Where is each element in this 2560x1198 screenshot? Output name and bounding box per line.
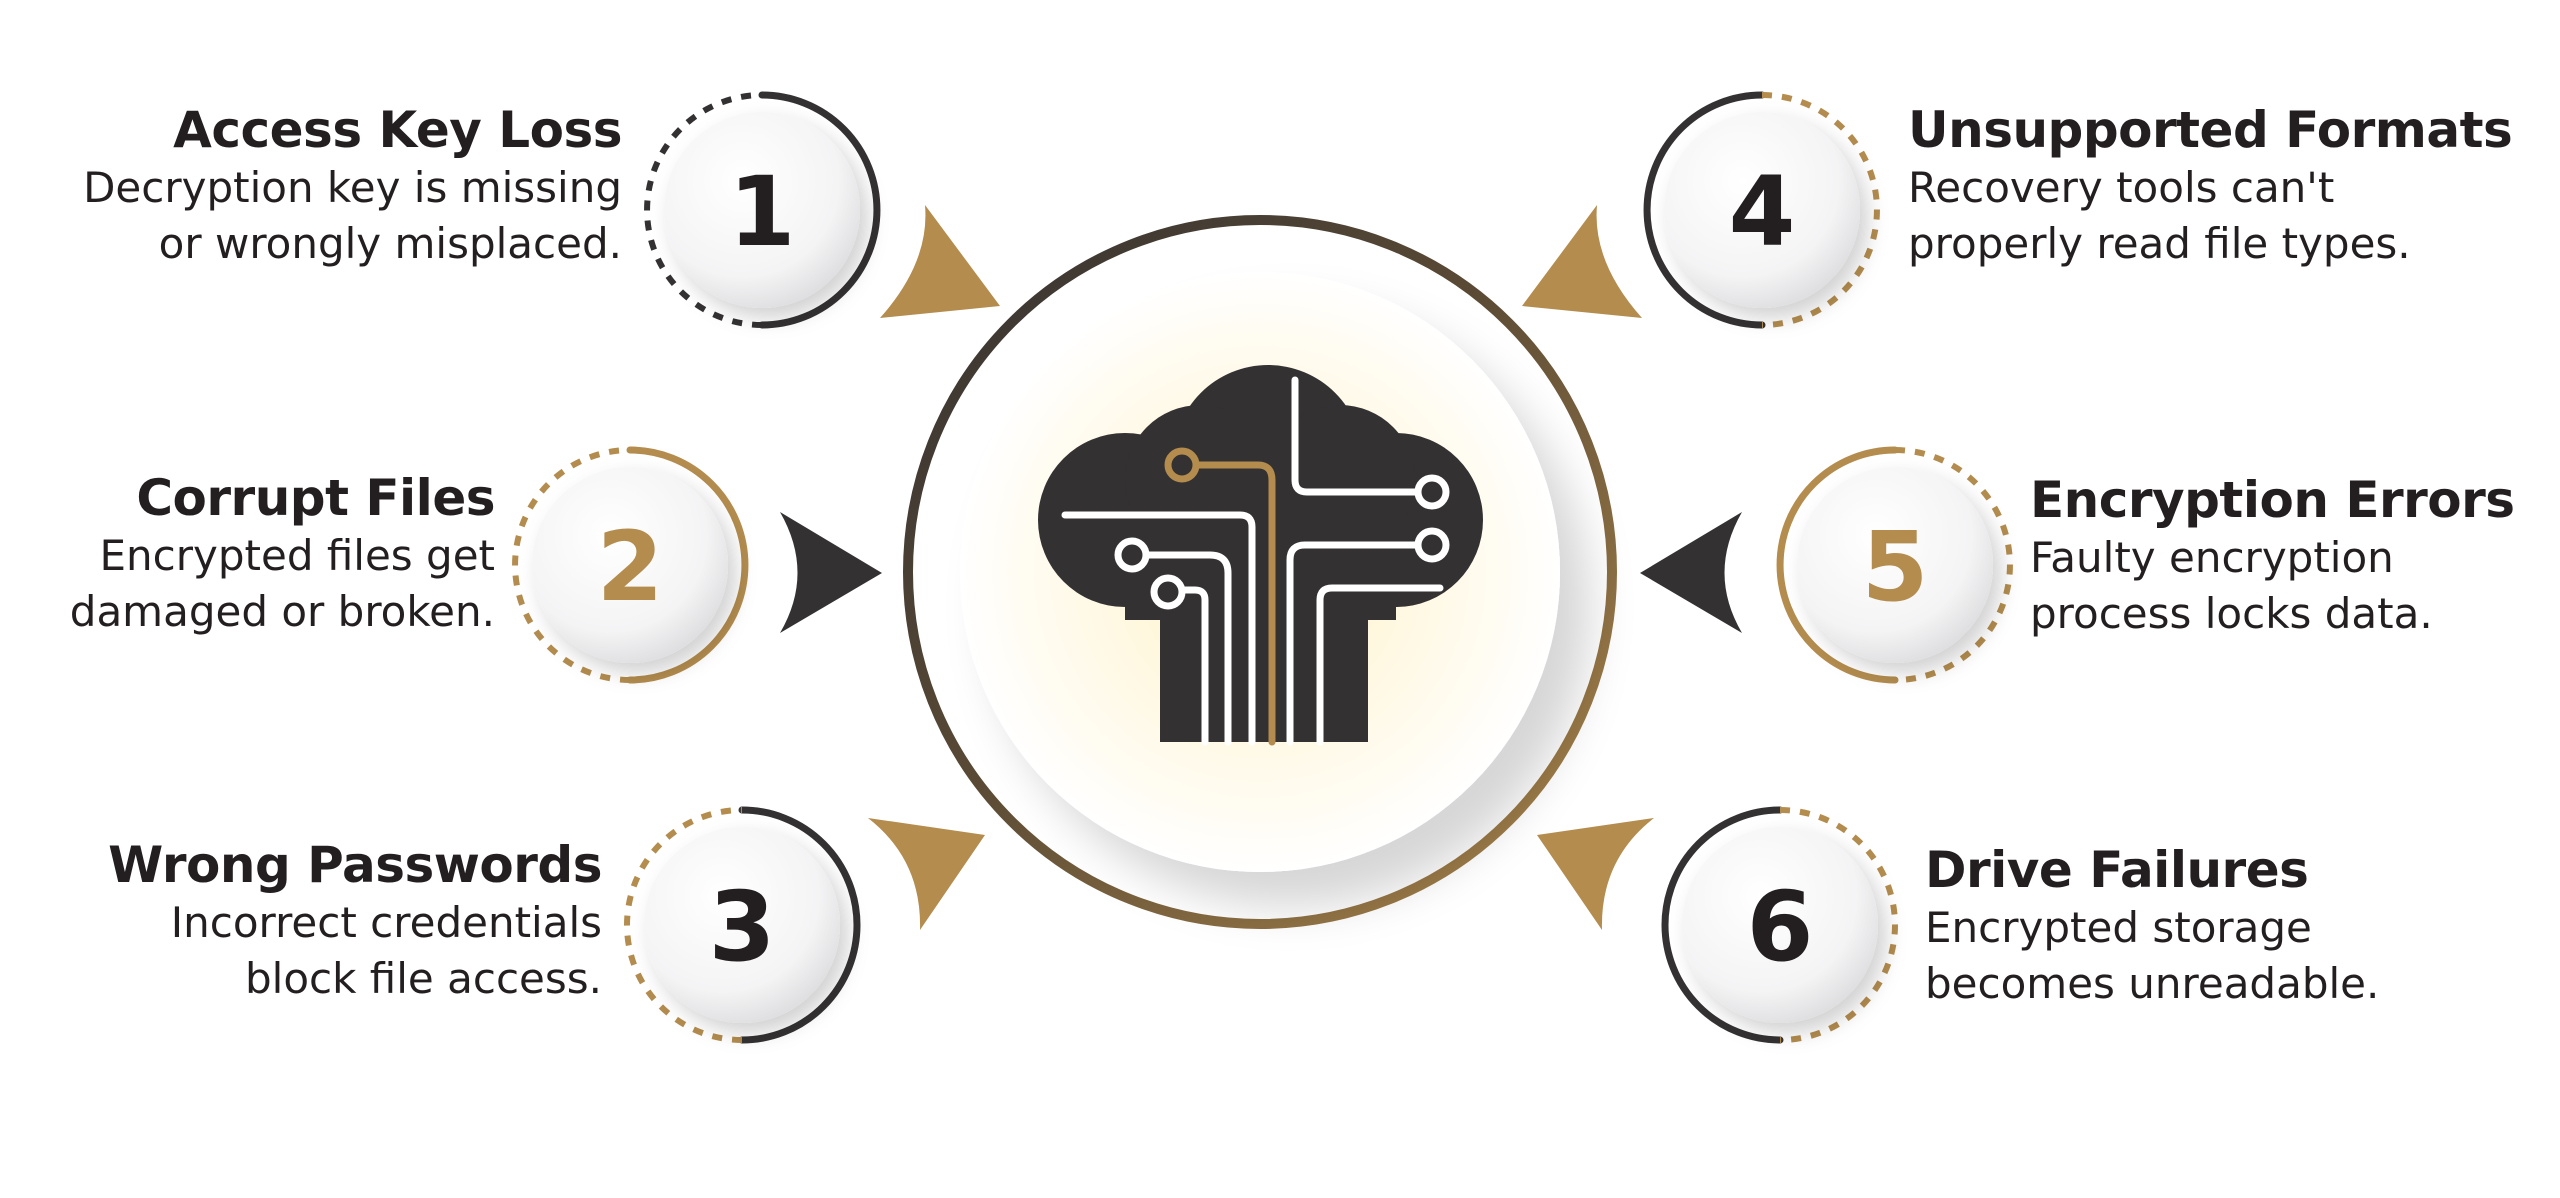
item-5-desc-line-1: Faulty encryption	[2030, 533, 2394, 582]
item-2-desc-line-1: Encrypted files get	[99, 531, 495, 580]
item-4-desc-line-1: Recovery tools can't	[1908, 163, 2335, 212]
badge-number-1: 1	[729, 156, 796, 268]
item-3-desc-line-1: Incorrect credentials	[170, 898, 602, 947]
item-6-desc-line-1: Encrypted storage	[1925, 903, 2312, 952]
item-1-text: Access Key Loss Decryption key is missin…	[83, 100, 622, 272]
center-hub	[903, 215, 1617, 929]
arrow-1	[880, 205, 1000, 318]
item-4-title: Unsupported Formats	[1908, 101, 2513, 159]
arrow-3	[868, 818, 985, 930]
badge-2: 2	[512, 446, 749, 684]
item-1-desc-line-1: Decryption key is missing	[83, 163, 622, 212]
item-2-text: Corrupt Files Encrypted files get damage…	[69, 468, 496, 640]
arrow-6	[1537, 818, 1654, 930]
item-3-title: Wrong Passwords	[108, 836, 602, 894]
pointer-arrows	[780, 205, 1742, 930]
badge-number-5: 5	[1862, 511, 1929, 623]
badge-6: 6	[1661, 806, 1898, 1044]
item-6-desc-line-2: becomes unreadable.	[1925, 959, 2380, 1008]
item-2-title: Corrupt Files	[136, 469, 495, 527]
badge-5: 5	[1776, 446, 2013, 684]
item-6-title: Drive Failures	[1925, 841, 2309, 899]
cloud-circuit-icon	[1038, 365, 1483, 746]
arrow-5	[1640, 512, 1742, 633]
item-3-text: Wrong Passwords Incorrect credentials bl…	[108, 835, 602, 1007]
item-4-desc-line-2: properly read file types.	[1908, 219, 2411, 268]
item-6-text: Drive Failures Encrypted storage becomes…	[1925, 840, 2379, 1012]
item-3-desc-line-2: block file access.	[245, 954, 602, 1003]
badge-number-6: 6	[1747, 871, 1814, 983]
badge-number-3: 3	[709, 871, 776, 983]
item-5-title: Encryption Errors	[2030, 471, 2515, 529]
arrow-4	[1522, 205, 1642, 318]
item-4-text: Unsupported Formats Recovery tools can't…	[1908, 100, 2513, 272]
arrow-2	[780, 512, 882, 633]
badge-4: 4	[1643, 91, 1880, 329]
item-1-desc-line-2: or wrongly misplaced.	[158, 219, 622, 268]
item-5-desc-line-2: process locks data.	[2030, 589, 2433, 638]
item-1-title: Access Key Loss	[173, 101, 622, 159]
item-5-text: Encryption Errors Faulty encryption proc…	[2030, 470, 2515, 642]
badge-1: 1	[644, 91, 881, 329]
badge-3: 3	[624, 806, 861, 1044]
badge-number-2: 2	[597, 511, 664, 623]
badge-number-4: 4	[1729, 156, 1796, 268]
center-outer-ring	[903, 215, 1617, 929]
item-2-desc-line-2: damaged or broken.	[69, 587, 495, 636]
